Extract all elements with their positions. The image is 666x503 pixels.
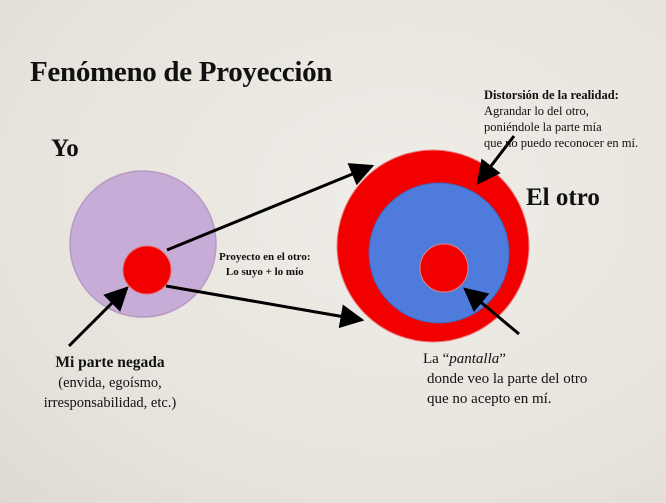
projection-line-2: Lo suyo + lo mío (225, 266, 304, 278)
denied-part-note: Mi parte negada (envida, egoísmo, irresp… (15, 353, 205, 413)
other-label: El otro (526, 184, 600, 211)
self-circle (69, 170, 217, 318)
distortion-line: que no puedo reconocer en mí. (484, 136, 639, 150)
distortion-heading: Distorsión de la realidad: (484, 88, 619, 102)
distortion-arrow (476, 135, 516, 185)
screen-heading: La “pantalla” (407, 349, 587, 369)
screen-line: que no acepto en mí. (427, 391, 552, 407)
screen-note: La “pantalla” donde veo la parte del otr… (407, 349, 587, 409)
projection-arrow-bottom (165, 284, 365, 329)
denied-part-line: (envida, egoísmo, (58, 375, 162, 391)
screen-arrow (463, 287, 520, 336)
distortion-line: poniéndole la parte mía (484, 120, 602, 134)
distortion-note: Distorsión de la realidad: Agrandar lo d… (484, 87, 638, 151)
screen-circle (419, 243, 469, 293)
denied-part-circle (122, 245, 172, 295)
denied-part-heading: Mi parte negada (55, 354, 165, 371)
distortion-line: Agrandar lo del otro, (484, 104, 589, 118)
screen-suffix: ” (499, 351, 506, 367)
screen-word: pantalla (449, 351, 500, 367)
denied-part-arrow (67, 286, 129, 348)
screen-line: donde veo la parte del otro (427, 371, 588, 387)
projection-note: Proyecto en el otro: Lo suyo + lo mío (219, 250, 311, 280)
projection-arrow-top (166, 163, 375, 252)
projection-line-1: Proyecto en el otro: (219, 251, 311, 263)
screen-prefix: La “ (423, 351, 450, 367)
page-title: Fenómeno de Proyección (30, 56, 333, 88)
self-label: Yo (51, 135, 79, 162)
denied-part-line: irresponsabilidad, etc.) (43, 395, 177, 411)
